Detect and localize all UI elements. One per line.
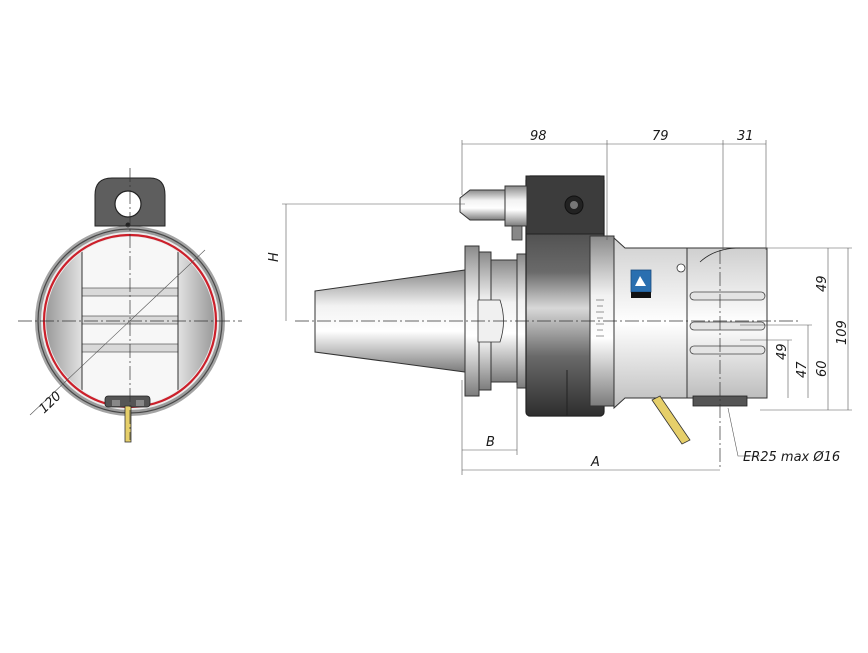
dim-120-label: 120	[36, 389, 64, 417]
dim-109-label: 109	[835, 320, 850, 345]
dim-A-label: A	[590, 455, 600, 470]
collet-callout: ER25 max Ø16	[743, 450, 840, 465]
dim-60-label: 60	[815, 360, 830, 377]
end-view: 120	[18, 168, 242, 443]
dim-79-label: 79	[652, 129, 669, 144]
dim-B-label: B	[486, 435, 495, 450]
dim-31-label: 31	[737, 129, 754, 144]
dim-49-low-label: 49	[775, 343, 790, 360]
dim-H-label: H	[267, 252, 282, 262]
dim-49-top-label: 49	[815, 275, 830, 292]
dimension-lines: 98 79 31 H B A 49 109 60 47 49 ER25 max …	[267, 129, 852, 475]
dim-47-label: 47	[795, 361, 810, 378]
dim-98-label: 98	[530, 129, 547, 144]
side-view	[295, 175, 800, 470]
